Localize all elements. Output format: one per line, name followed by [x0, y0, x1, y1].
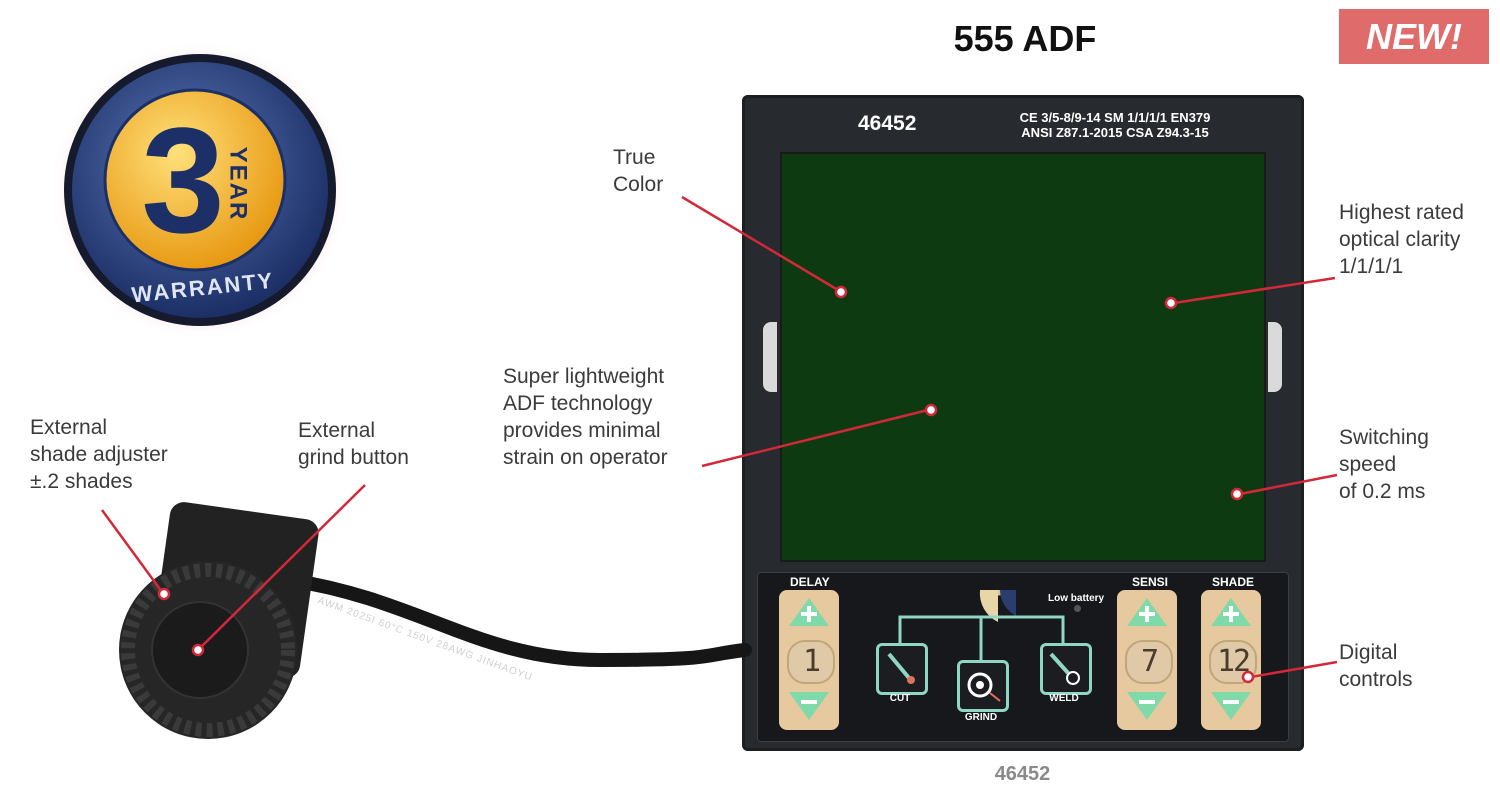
- cut-mode-button[interactable]: [876, 643, 928, 695]
- callout-line: Switching: [1339, 426, 1429, 449]
- sensi-label: SENSI: [1132, 575, 1169, 589]
- callout-line: shade adjuster: [30, 443, 168, 466]
- weld-icon: [1049, 652, 1080, 685]
- grind-mode-label: GRIND: [964, 712, 998, 723]
- minus-icon: [789, 692, 829, 720]
- frame-side-tab-left: [763, 322, 777, 392]
- page-title: 555 ADF: [953, 18, 1097, 59]
- low-battery-led-icon: [1074, 605, 1081, 612]
- callout-line: 1/1/1/1: [1339, 255, 1404, 278]
- callout-line: optical clarity: [1339, 228, 1461, 251]
- cable-print-text: AWM 2025I 60°C 150V 28AWG JINHAOYU: [316, 595, 535, 684]
- plus-icon: [1127, 598, 1167, 626]
- cert-line-1: CE 3/5-8/9-14 SM 1/1/1/1 EN379: [1019, 110, 1211, 125]
- warranty-number: 3: [141, 96, 225, 264]
- delay-plus-button[interactable]: [787, 596, 831, 628]
- callout-line: of 0.2 ms: [1339, 480, 1426, 503]
- callout-true-color: True Color: [613, 144, 663, 198]
- plus-icon: [1211, 598, 1251, 626]
- callout-line: Highest rated: [1339, 201, 1464, 224]
- weld-mode-label: WELD: [1049, 693, 1079, 704]
- callout-lightweight: Super lightweight ADF technology provide…: [503, 363, 668, 471]
- shade-plus-button[interactable]: [1209, 596, 1253, 628]
- frame-side-tab-right: [1268, 322, 1282, 392]
- callout-line: speed: [1339, 453, 1397, 476]
- cut-torch-icon: [887, 652, 915, 684]
- delay-keypad: 1: [779, 590, 839, 730]
- callout-line: ±.2 shades: [30, 470, 133, 493]
- callout-line: strain on operator: [503, 446, 668, 469]
- callout-line: provides minimal: [503, 419, 661, 442]
- weld-mode-button[interactable]: [1040, 643, 1092, 695]
- control-panel: [757, 572, 1289, 742]
- callout-line: Color: [613, 173, 664, 196]
- delay-label: DELAY: [790, 575, 830, 589]
- plus-icon: [789, 598, 829, 626]
- callout-line: Digital: [1339, 641, 1398, 664]
- callout-switching-speed: Switching speed of 0.2 ms: [1339, 424, 1429, 505]
- callout-digital-controls: Digital controls: [1339, 639, 1413, 693]
- callout-line: ADF technology: [503, 392, 653, 415]
- sensi-keypad: 7: [1117, 590, 1177, 730]
- callout-line: controls: [1339, 668, 1413, 691]
- callout-line: True: [613, 146, 656, 169]
- cut-mode-label: CUT: [889, 693, 911, 704]
- warranty-text: WARRANTY: [130, 267, 276, 308]
- delay-minus-button[interactable]: [787, 690, 831, 722]
- new-badge: NEW!: [1339, 9, 1489, 64]
- callout-line: Super lightweight: [503, 365, 665, 388]
- callout-grind-button: External grind button: [298, 417, 409, 471]
- certification-text: CE 3/5-8/9-14 SM 1/1/1/1 EN379 ANSI Z87.…: [985, 110, 1245, 140]
- shade-minus-button[interactable]: [1209, 690, 1253, 722]
- shade-keypad: 12: [1201, 590, 1261, 730]
- model-number-top: 46452: [858, 112, 917, 135]
- low-battery-label: Low battery: [1048, 593, 1105, 604]
- minus-icon: [1211, 692, 1251, 720]
- shade-display: 12: [1209, 640, 1257, 684]
- grind-icon: [967, 672, 1001, 702]
- sensi-plus-button[interactable]: [1125, 596, 1169, 628]
- callout-line: grind button: [298, 446, 409, 469]
- adf-lens: [780, 152, 1266, 562]
- cert-line-2: ANSI Z87.1-2015 CSA Z94.3-15: [1021, 125, 1209, 140]
- sensi-display: 7: [1125, 640, 1173, 684]
- grind-mode-button[interactable]: [957, 660, 1009, 712]
- sensi-minus-button[interactable]: [1125, 690, 1169, 722]
- callout-line: External: [298, 419, 376, 442]
- callout-shade-adjuster: External shade adjuster ±.2 shades: [30, 414, 168, 495]
- minus-icon: [1127, 692, 1167, 720]
- delay-display: 1: [787, 640, 835, 684]
- model-number-bottom: 46452: [994, 763, 1051, 785]
- warranty-year-text: YEAR: [224, 146, 252, 222]
- grind-button[interactable]: [174, 622, 226, 674]
- shade-label: SHADE: [1212, 575, 1255, 589]
- callout-line: External: [30, 416, 108, 439]
- callout-optical-clarity: Highest rated optical clarity 1/1/1/1: [1339, 199, 1464, 280]
